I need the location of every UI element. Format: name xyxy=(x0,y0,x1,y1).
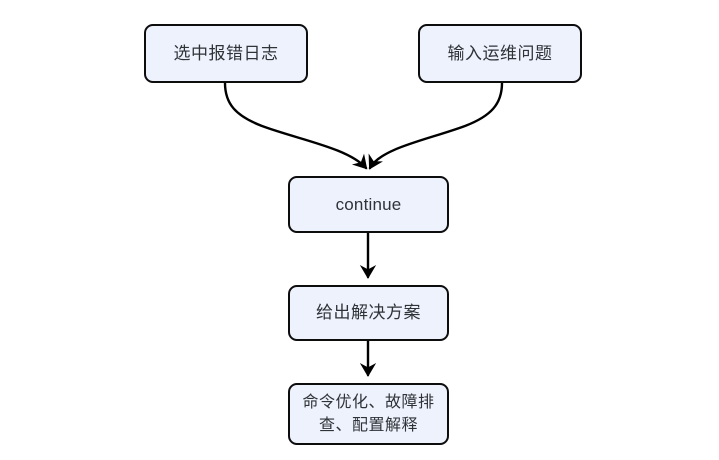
node-continue-label: continue xyxy=(335,194,402,214)
node-outcomes[interactable]: 命令优化、故障排 查、配置解释 xyxy=(288,383,449,445)
node-input-ops-label: 输入运维问题 xyxy=(447,43,553,63)
edge-input-ops-to-continue xyxy=(368,81,504,170)
edge-select-log-to-continue xyxy=(223,81,368,170)
node-select-log[interactable]: 选中报错日志 xyxy=(144,24,308,83)
node-select-log-label: 选中报错日志 xyxy=(173,43,279,63)
node-outcomes-label: 命令优化、故障排 查、配置解释 xyxy=(302,394,435,434)
node-continue[interactable]: continue xyxy=(288,176,449,233)
node-solution[interactable]: 给出解决方案 xyxy=(288,285,449,341)
node-input-ops[interactable]: 输入运维问题 xyxy=(418,24,582,83)
node-solution-label: 给出解决方案 xyxy=(316,303,421,322)
